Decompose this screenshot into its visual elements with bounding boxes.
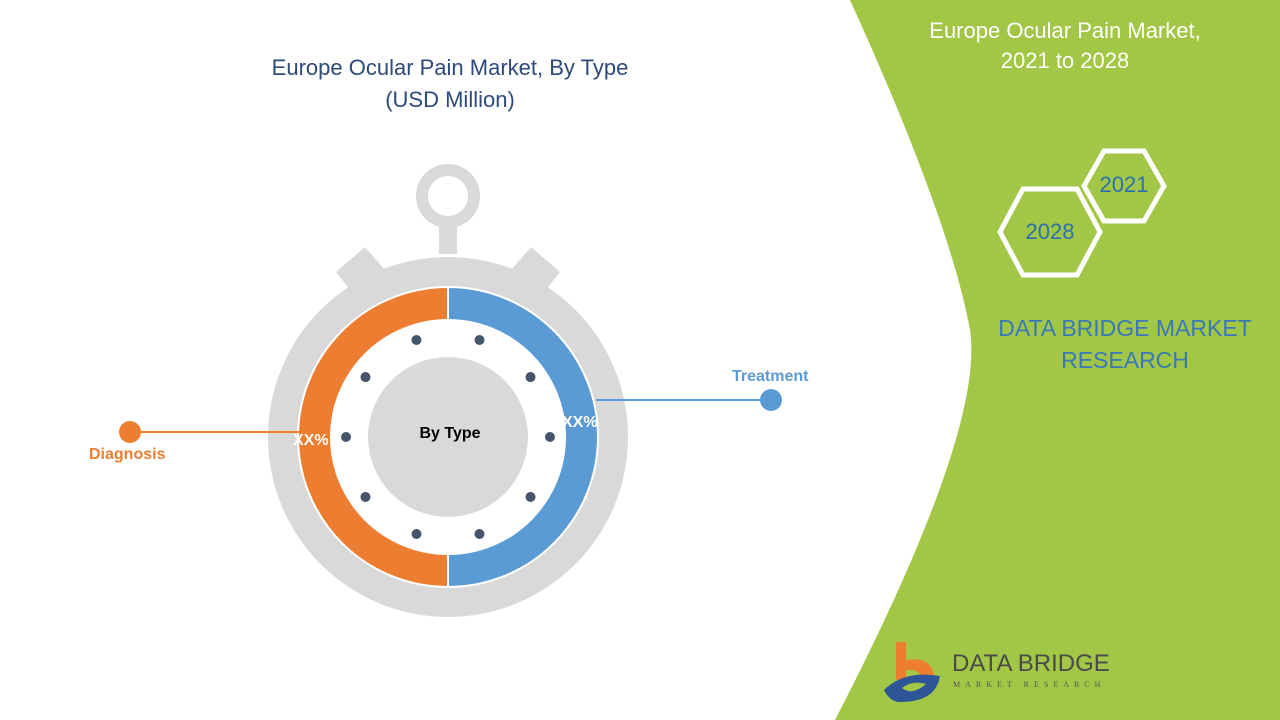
tick-dot [474, 334, 485, 345]
side-title-line2: 2021 to 2028 [1000, 48, 1130, 73]
center-label: By Type [419, 425, 481, 442]
diagnosis-value: XX% [293, 432, 329, 449]
tick-dot [474, 529, 485, 540]
logo-name: DATA BRIDGE [952, 650, 1110, 677]
title-line1: Europe Ocular Pain Market, By Type [271, 55, 629, 80]
brand-line1: DATA BRIDGE MARKET [998, 315, 1252, 341]
hex-2028 [997, 186, 1103, 278]
hex-2021 [1081, 148, 1167, 224]
hex-2028-label: 2028 [1025, 219, 1075, 244]
tick-dot [411, 334, 422, 345]
treatment-marker [760, 389, 782, 411]
logo-tagline: MARKET RESEARCH [953, 680, 1106, 689]
center-circle [368, 357, 528, 517]
side-title: Europe Ocular Pain Market, 2021 to 2028 [890, 16, 1240, 76]
tick-dot [360, 491, 371, 502]
stopwatch-ring [416, 164, 480, 228]
brand-line2: RESEARCH [1061, 347, 1189, 373]
side-title-line1: Europe Ocular Pain Market, [929, 18, 1201, 43]
tick-dot [525, 372, 536, 383]
brand-text: DATA BRIDGE MARKET RESEARCH [985, 312, 1265, 376]
logo-icon [884, 642, 940, 702]
tick-dot [360, 372, 371, 383]
diagnosis-label: Diagnosis [89, 446, 166, 463]
chart-title: Europe Ocular Pain Market, By Type (USD M… [180, 52, 720, 116]
treatment-label: Treatment [732, 368, 809, 385]
tick-dot [341, 432, 351, 442]
treatment-value: XX% [562, 414, 598, 431]
tick-dot [411, 529, 422, 540]
tick-dot [525, 491, 536, 502]
title-line2: (USD Million) [385, 87, 515, 112]
diagnosis-marker [119, 421, 141, 443]
hex-2021-label: 2021 [1099, 172, 1149, 197]
tick-dot [545, 432, 555, 442]
stopwatch-stem [439, 224, 457, 254]
green-panel [835, 0, 1280, 720]
